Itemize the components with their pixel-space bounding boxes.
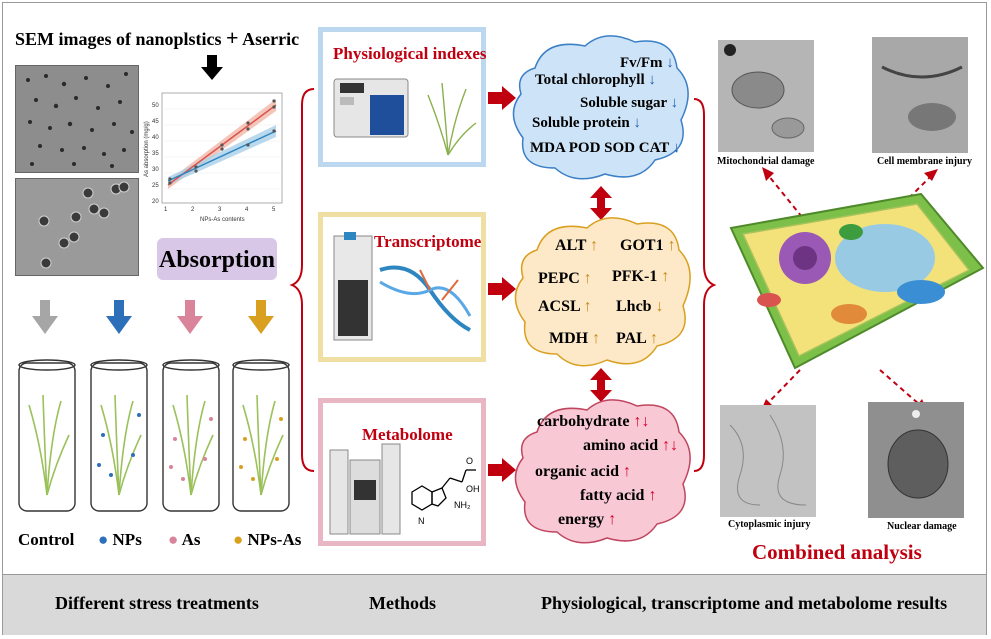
- arrow-right-icon-2: [488, 277, 516, 301]
- tem-image-mitochondria: [718, 40, 814, 152]
- label-control: Control: [18, 530, 75, 549]
- cloud3-amino-acid: amino acid ↑↓: [583, 437, 679, 454]
- cloud2-acsl: ACSL ↑: [538, 298, 592, 315]
- svg-text:25: 25: [152, 183, 159, 189]
- svg-text:35: 35: [152, 151, 159, 157]
- svg-text:NPs-As contents: NPs-As contents: [200, 217, 245, 223]
- svg-text:As absorption (mg/g): As absorption (mg/g): [144, 121, 150, 177]
- arrow-right-icon-3: [488, 458, 516, 482]
- control-arrow-icon: [32, 300, 58, 334]
- arrow-right-icon-1: [488, 86, 516, 110]
- cloud2-got1: GOT1 ↑: [620, 237, 676, 254]
- plant-cell-illustration: [729, 192, 985, 370]
- sem-image-bottom: [15, 178, 139, 276]
- label-nps: ● NPs: [98, 530, 142, 549]
- double-arrow-icon-2: [590, 368, 612, 402]
- svg-text:NH₂: NH₂: [454, 500, 471, 510]
- caption-cell-membrane-injury: Cell membrane injury: [877, 156, 972, 167]
- caption-cytoplasmic-injury: Cytoplasmic injury: [728, 519, 811, 530]
- svg-text:OH: OH: [466, 484, 480, 494]
- cloud2-pepc: PEPC ↑: [538, 270, 592, 287]
- svg-text:20: 20: [152, 199, 159, 205]
- tem-image-cytoplasm: [720, 405, 816, 517]
- sem-title: SEM images of nanoplstics + Aserric: [15, 25, 300, 50]
- label-as: ● As: [168, 530, 201, 549]
- nps-arrow-icon: [106, 300, 132, 334]
- footer-bar: Different stress treatments Methods Phys…: [3, 574, 986, 635]
- cloud2-alt: ALT ↑: [555, 237, 599, 254]
- svg-text:N: N: [418, 516, 425, 526]
- caption-nuclear-damage: Nuclear damage: [887, 521, 957, 532]
- cloud2-pal: PAL ↑: [616, 330, 658, 347]
- svg-text:O: O: [466, 456, 473, 466]
- sem-image-top: [15, 65, 139, 173]
- cloud1-total-chlorophyll: Total chlorophyll ↓: [535, 72, 656, 88]
- footer-left: Different stress treatments: [55, 593, 259, 613]
- title-transcriptome: Transcriptome: [374, 232, 482, 251]
- treatment-tubes: [18, 359, 290, 512]
- label-nps-as: ● NPs-As: [233, 530, 302, 549]
- svg-text:50: 50: [152, 103, 159, 109]
- cloud1-soluble-protein: Soluble protein ↓: [532, 115, 641, 131]
- caption-mitochondrial-damage: Mitochondrial damage: [717, 156, 815, 167]
- svg-text:4: 4: [245, 207, 249, 213]
- cloud-metabolome: [514, 399, 691, 544]
- footer-middle: Methods: [369, 593, 436, 613]
- svg-text:2: 2: [191, 207, 195, 213]
- cloud2-lhcb: Lhcb ↓: [616, 298, 664, 315]
- cloud1-fvfm: Fv/Fm ↓: [620, 55, 674, 71]
- tem-image-membrane: [872, 37, 968, 153]
- treatment-arrows: [32, 300, 274, 334]
- cloud2-pfk: PFK-1 ↑: [612, 268, 670, 285]
- absorption-label: Absorption: [157, 238, 277, 280]
- double-arrow-icon-1: [590, 186, 612, 220]
- absorption-plot: 1 2 3 4 5 20 25 30 35 40 45 50 NPs-As co…: [144, 92, 283, 223]
- svg-text:5: 5: [272, 207, 276, 213]
- cloud1-soluble-sugar: Soluble sugar ↓: [580, 95, 679, 111]
- nps-as-arrow-icon: [248, 300, 274, 334]
- cloud3-carbohydrate: carbohydrate ↑↓: [537, 413, 650, 430]
- svg-text:3: 3: [218, 207, 222, 213]
- cloud-physiological: [512, 35, 689, 180]
- left-brace: [289, 88, 315, 472]
- cloud3-fatty-acid: fatty acid ↑: [580, 487, 657, 504]
- down-arrow-icon: [201, 55, 223, 80]
- combined-analysis-label: Combined analysis: [752, 540, 922, 564]
- svg-text:40: 40: [152, 135, 159, 141]
- cloud3-organic-acid: organic acid ↑: [535, 463, 631, 480]
- spectrophotometer-illustration: [333, 78, 477, 156]
- as-arrow-icon: [177, 300, 203, 334]
- sequencer-dna-illustration: [333, 232, 472, 341]
- right-brace: [693, 98, 716, 472]
- svg-text:1: 1: [164, 207, 168, 213]
- title-physiological: Physiological indexes: [333, 44, 487, 63]
- tem-image-nucleus: [868, 402, 964, 518]
- lcms-tryptophan-illustration: O OH NH₂ N: [329, 443, 480, 535]
- svg-text:45: 45: [152, 119, 159, 125]
- title-metabolome: Metabolome: [362, 425, 453, 444]
- cloud-transcriptome: [514, 217, 691, 367]
- svg-text:30: 30: [152, 167, 159, 173]
- cloud2-mdh: MDH ↑: [549, 330, 601, 347]
- cloud1-enzymes: MDA POD SOD CAT ↓: [530, 140, 681, 156]
- cloud3-energy: energy ↑: [558, 511, 617, 528]
- footer-right: Physiological, transcriptome and metabol…: [541, 593, 948, 613]
